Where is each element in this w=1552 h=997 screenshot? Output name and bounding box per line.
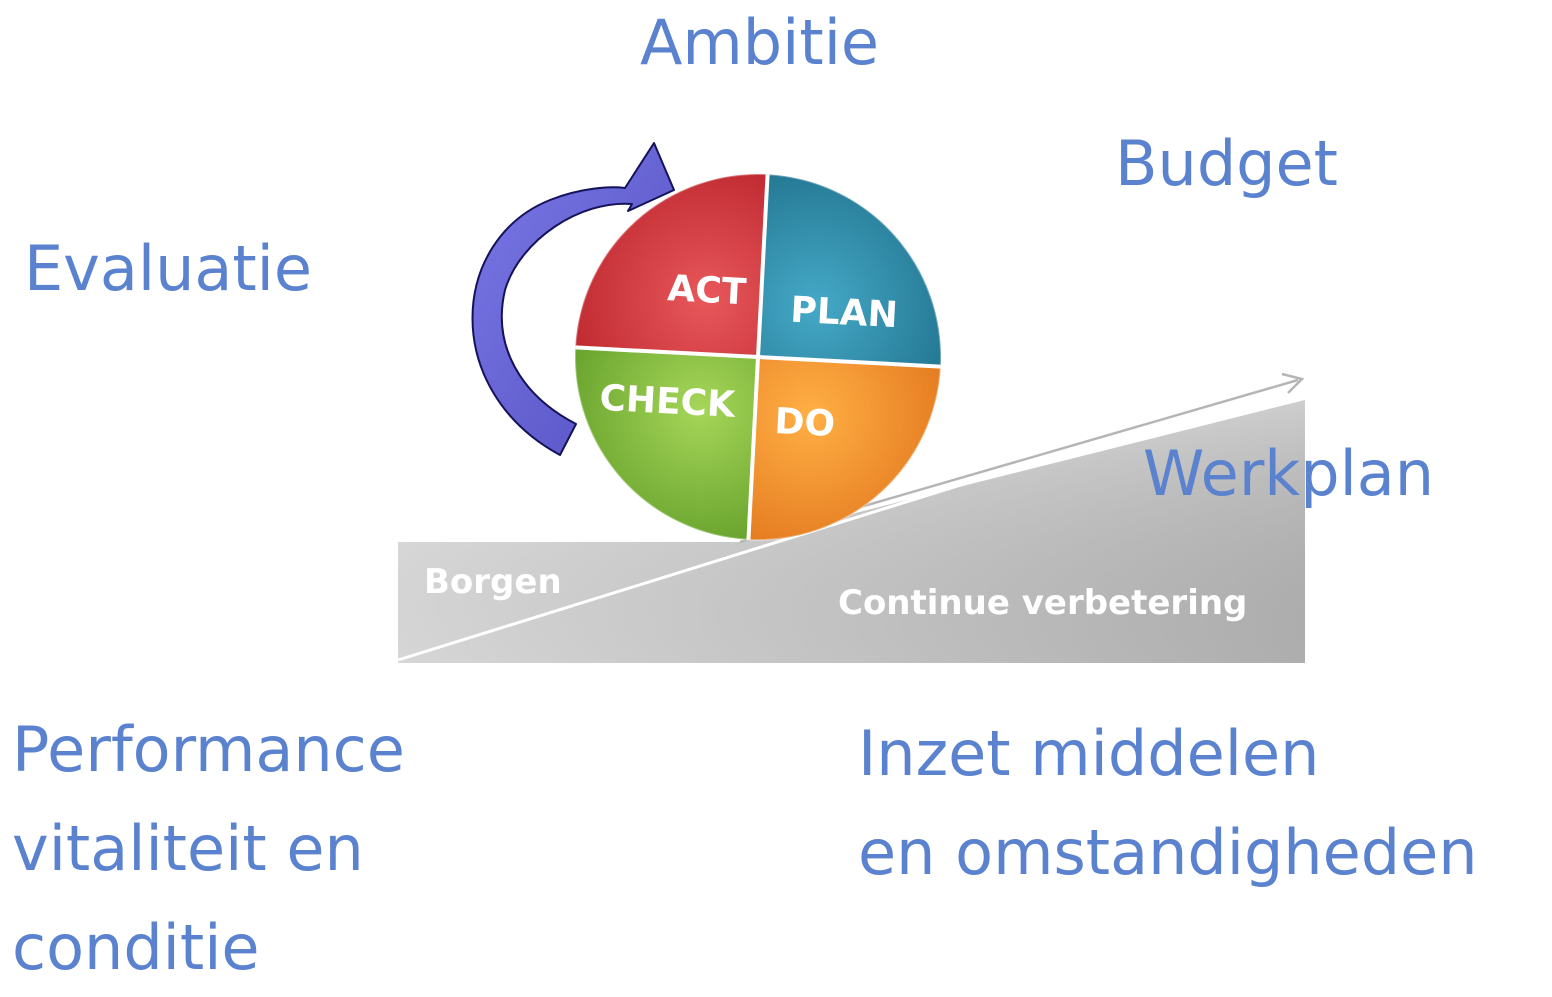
ramp-label-continue: Continue verbetering — [838, 583, 1247, 623]
wedge-do — [748, 357, 941, 540]
ramp-arrowhead — [1281, 372, 1305, 394]
label-budget: Budget — [1115, 127, 1338, 200]
pdca-wheel: ACT PLAN CHECK DO — [574, 172, 942, 541]
ramp-slope-line — [397, 378, 1299, 662]
wedge-label-check: CHECK — [599, 378, 738, 426]
wedge-act — [575, 174, 768, 357]
label-performance-line: vitaliteit en — [12, 812, 364, 885]
wedge-check — [575, 347, 758, 540]
label-performance-line: Performance — [12, 713, 405, 786]
wedge-label-plan: PLAN — [789, 290, 898, 337]
wedge-plan — [758, 174, 941, 367]
ramp-label-borgen: Borgen — [424, 562, 562, 602]
ramp-shade — [398, 400, 1305, 663]
label-inzet: Inzet middelen en omstandigheden — [858, 704, 1478, 902]
ramp: Borgen Continue verbetering — [397, 372, 1305, 663]
label-evaluatie: Evaluatie — [24, 232, 313, 305]
cycle-arrow — [471, 142, 675, 456]
wedge-label-do: DO — [774, 401, 837, 445]
label-performance-line: conditie — [12, 911, 260, 984]
label-inzet-line: Inzet middelen — [858, 717, 1320, 790]
wedge-label-act: ACT — [666, 268, 747, 313]
label-inzet-line: en omstandigheden — [858, 816, 1478, 889]
label-ambitie: Ambitie — [640, 6, 880, 79]
pdca-diagram: Borgen Continue verbetering ACT PLAN CHE… — [397, 142, 1305, 663]
label-performance: Performance vitaliteit en conditie — [12, 700, 405, 997]
label-werkplan: Werkplan — [1143, 437, 1435, 510]
